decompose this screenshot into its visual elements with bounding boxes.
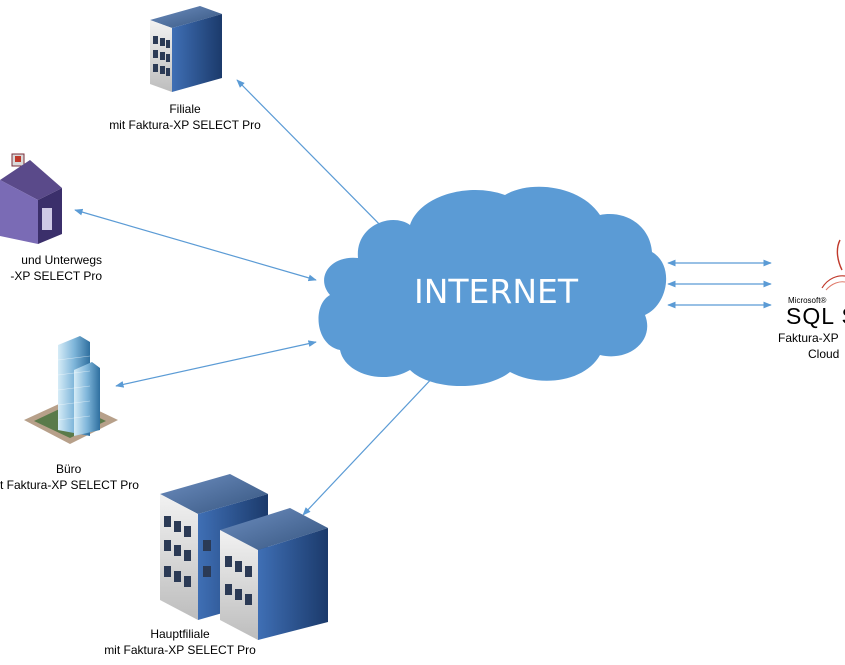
headquarters-building-icon [160,474,328,640]
filiale-label: Filiale mit Faktura-XP SELECT Pro [85,101,285,133]
arrow-buero [115,340,317,388]
arrow-homeoffice [74,208,317,282]
sql-vendor-label: Microsoft® [788,296,827,305]
hauptfiliale-name: Hauptfiliale [150,627,210,641]
filiale-name: Filiale [169,102,201,116]
homeoffice-label: und Unterwegs -XP SELECT Pro [0,252,102,284]
skyscraper-icon [24,336,118,444]
arrow-filiale [236,79,396,241]
buero-label: Büro t Faktura-XP SELECT Pro [0,461,152,493]
cloud-icon [318,186,667,387]
homeoffice-name: und Unterwegs [21,253,102,267]
sql-server-cloud: Cloud [808,347,840,361]
arrow-hauptfiliale [302,372,438,516]
hauptfiliale-label: Hauptfiliale mit Faktura-XP SELECT Pro [80,626,280,658]
connection-arrows [74,79,772,516]
sql-server-logo-icon [821,239,845,291]
cloud-label: INTERNET [414,272,579,311]
sql-server-software: Faktura-XP [778,331,839,345]
hauptfiliale-software: mit Faktura-XP SELECT Pro [104,643,256,657]
buero-software: t Faktura-XP SELECT Pro [0,478,139,492]
sql-product-label: SQL S [786,303,845,329]
sql-server-label: Faktura-XP Cloud [778,330,845,362]
house-icon [0,153,62,244]
office-building-icon [150,6,222,92]
buero-name: Büro [56,462,82,476]
filiale-software: mit Faktura-XP SELECT Pro [109,118,261,132]
internet-cloud: INTERNET [318,186,667,387]
homeoffice-software: -XP SELECT Pro [10,269,102,283]
